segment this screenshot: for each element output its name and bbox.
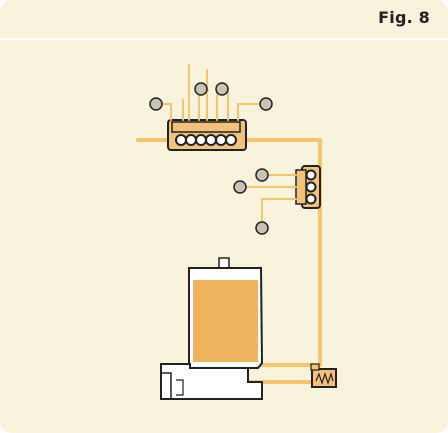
lube-point-3 bbox=[215, 82, 229, 96]
spring-symbol bbox=[315, 371, 334, 385]
reservoir-cap bbox=[218, 257, 230, 269]
lube-point-1 bbox=[149, 97, 163, 111]
primary-port-5 bbox=[215, 134, 227, 146]
pressure-switch-port bbox=[310, 363, 320, 371]
primary-port-3 bbox=[195, 134, 207, 146]
primary-port-2 bbox=[185, 134, 197, 146]
lube-point-4 bbox=[259, 97, 273, 111]
pump-base bbox=[160, 363, 263, 400]
secondary-port-3 bbox=[305, 193, 317, 205]
primary-distributor bbox=[167, 119, 247, 151]
lube-point-5 bbox=[255, 168, 269, 182]
primary-lube-points bbox=[149, 82, 273, 111]
secondary-lube-points bbox=[233, 168, 269, 235]
primary-port-1 bbox=[175, 134, 187, 146]
primary-port-4 bbox=[205, 134, 217, 146]
pressure-switch bbox=[310, 363, 337, 388]
primary-branches bbox=[157, 64, 265, 121]
secondary-branch-3 bbox=[261, 198, 297, 225]
lube-point-7 bbox=[255, 221, 269, 235]
secondary-distributor bbox=[295, 165, 321, 209]
lube-point-6 bbox=[233, 180, 247, 194]
header-divider bbox=[0, 38, 448, 40]
secondary-port-1 bbox=[305, 169, 317, 181]
secondary-port-2 bbox=[305, 181, 317, 193]
branch-right bbox=[237, 103, 265, 121]
primary-port-6 bbox=[225, 134, 237, 146]
grease-pump bbox=[160, 257, 264, 400]
pump-base-panel bbox=[176, 379, 184, 396]
figure-label: Fig. 8 bbox=[378, 8, 430, 27]
pump-base-detail bbox=[161, 372, 172, 399]
secondary-branches bbox=[244, 174, 297, 225]
reservoir-fill bbox=[193, 280, 258, 362]
lube-point-2 bbox=[194, 82, 208, 96]
